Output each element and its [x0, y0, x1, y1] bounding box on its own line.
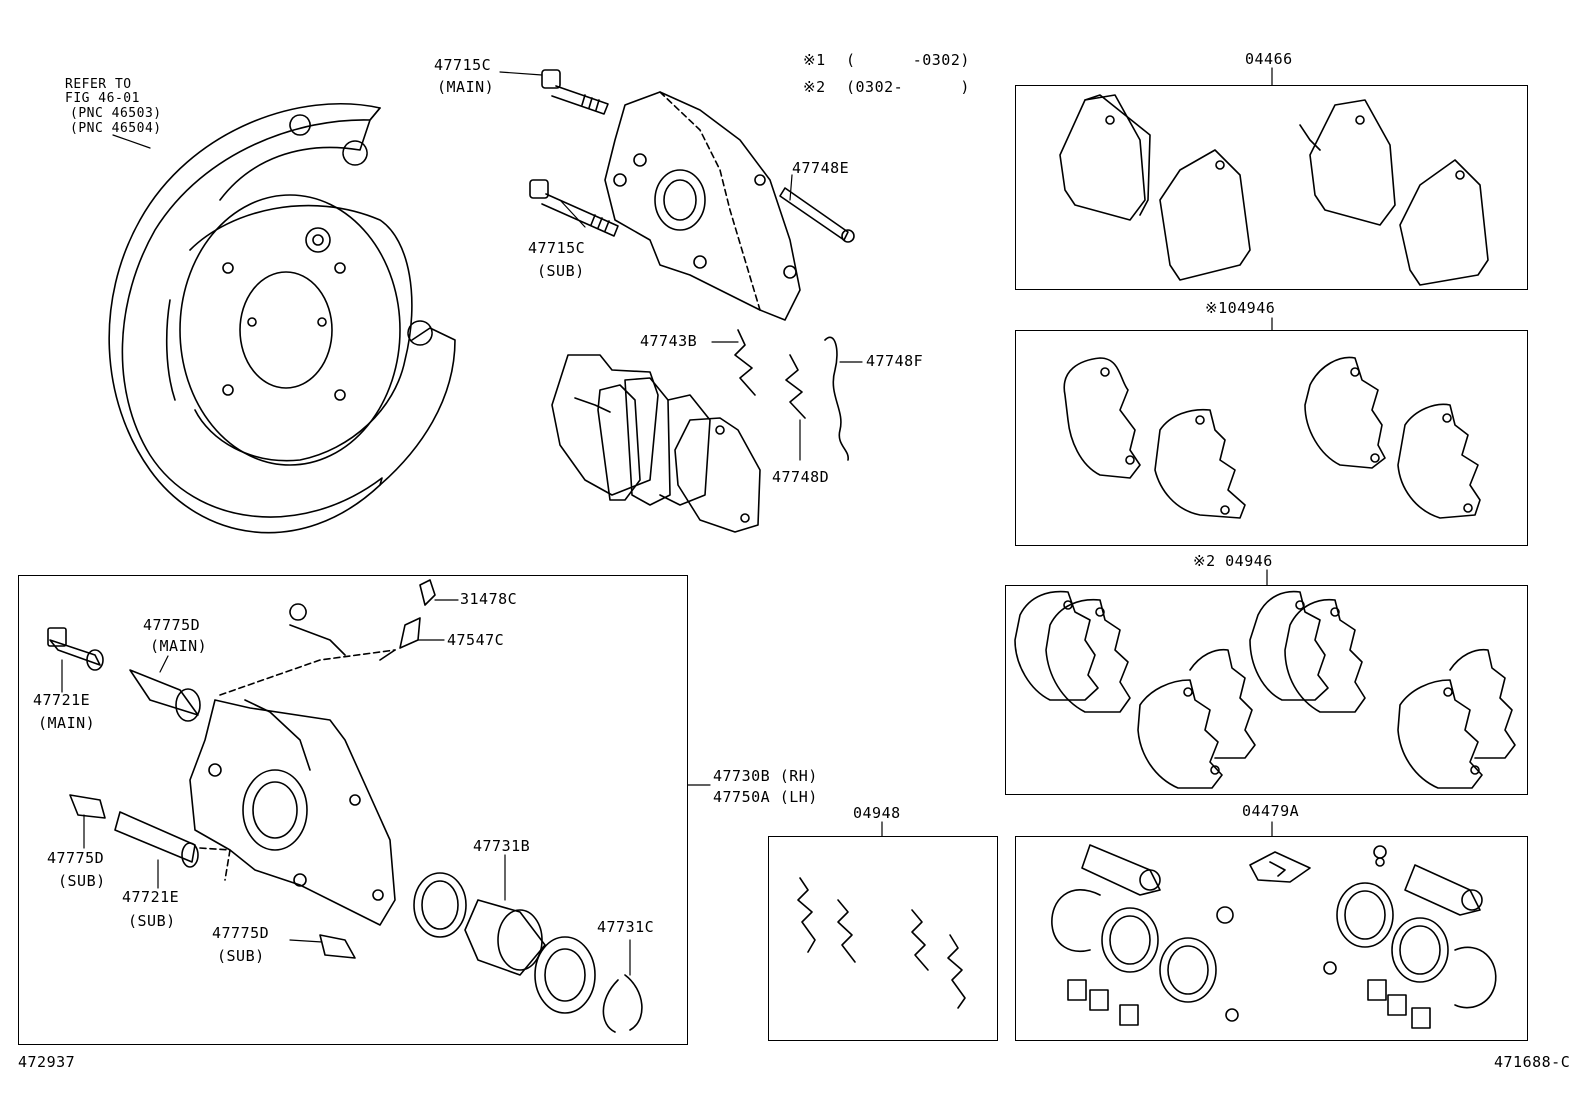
kit-104946-drawing [1063, 356, 1481, 519]
bolt-sub-tag: (SUB) [537, 262, 585, 280]
kit-104946-box [1015, 330, 1528, 546]
top-bolt-main-drawing [541, 69, 609, 115]
kit-04466-box [1015, 85, 1528, 290]
kit-204946-drawing [1014, 590, 1516, 789]
top-bolt-sub-drawing [529, 179, 619, 237]
kit-204946-label: ※2 04946 [1193, 552, 1273, 570]
bolt-sub-code: 47715C [528, 239, 586, 257]
pin-code: 47748E [792, 159, 850, 177]
note2-range: (0302- ) [846, 78, 970, 96]
refer-line-4: (PNC 46504) [70, 121, 162, 136]
kit-04466-label: 04466 [1245, 50, 1293, 68]
top-leaders [112, 67, 1273, 837]
refer-line-1: REFER TO [65, 77, 132, 92]
top-pads-drawing [551, 354, 761, 533]
top-caliper-drawing [604, 91, 801, 321]
boot-sub-code: 47775D [47, 849, 105, 867]
note1-range: ( -0302) [846, 51, 970, 69]
boot-sub-tag: (SUB) [58, 872, 106, 890]
pin-sub-tag: (SUB) [128, 912, 176, 930]
footer-right-id: 471688-C [1494, 1053, 1571, 1071]
boot-main-tag: (MAIN) [150, 637, 208, 655]
caliper-assy-box [18, 575, 688, 1045]
refer-line-2: FIG 46-01 [65, 91, 140, 106]
kit-04479a-label: 04479A [1242, 802, 1300, 820]
note2-mark: ※2 [803, 78, 826, 96]
backing-plate-drawing [108, 102, 456, 534]
kit-104946-label: ※104946 [1205, 299, 1276, 317]
bleeder-plug-code: 47547C [447, 631, 505, 649]
bottom-leaders [61, 599, 711, 976]
top-pin-drawing [779, 187, 855, 243]
note1-mark: ※1 [803, 51, 826, 69]
boot-sub2-tag: (SUB) [217, 947, 265, 965]
bleeder-cap-code: 31478C [460, 590, 518, 608]
pin-main-code: 47721E [33, 691, 91, 709]
boot-sub2-code: 47775D [212, 924, 270, 942]
footer-left-id: 472937 [18, 1053, 76, 1071]
clip2-code: 47748D [772, 468, 830, 486]
pin-main-tag: (MAIN) [38, 714, 96, 732]
kit-04948-box [768, 836, 998, 1041]
kit-04466-drawing [1059, 94, 1489, 286]
bolt-main-tag: (MAIN) [437, 78, 495, 96]
assy-lh-code: 47750A (LH) [713, 788, 818, 806]
top-clips-drawing [734, 329, 849, 461]
ring-code: 47731C [597, 918, 655, 936]
clip-code: 47743B [640, 332, 698, 350]
caliper-assy-drawing [47, 579, 643, 1033]
kit-204946-box [1005, 585, 1528, 795]
boot-main-code: 47775D [143, 616, 201, 634]
kit-04479a-drawing [1051, 844, 1497, 1029]
assy-rh-code: 47730B (RH) [713, 767, 818, 785]
piston-code: 47731B [473, 837, 531, 855]
spring-code: 47748F [866, 352, 924, 370]
bolt-main-code: 47715C [434, 56, 492, 74]
refer-line-3: (PNC 46503) [70, 106, 162, 121]
kit-04479a-box [1015, 836, 1528, 1041]
pin-sub-code: 47721E [122, 888, 180, 906]
kit-04948-label: 04948 [853, 804, 901, 822]
kit-04948-drawing [797, 877, 966, 1009]
